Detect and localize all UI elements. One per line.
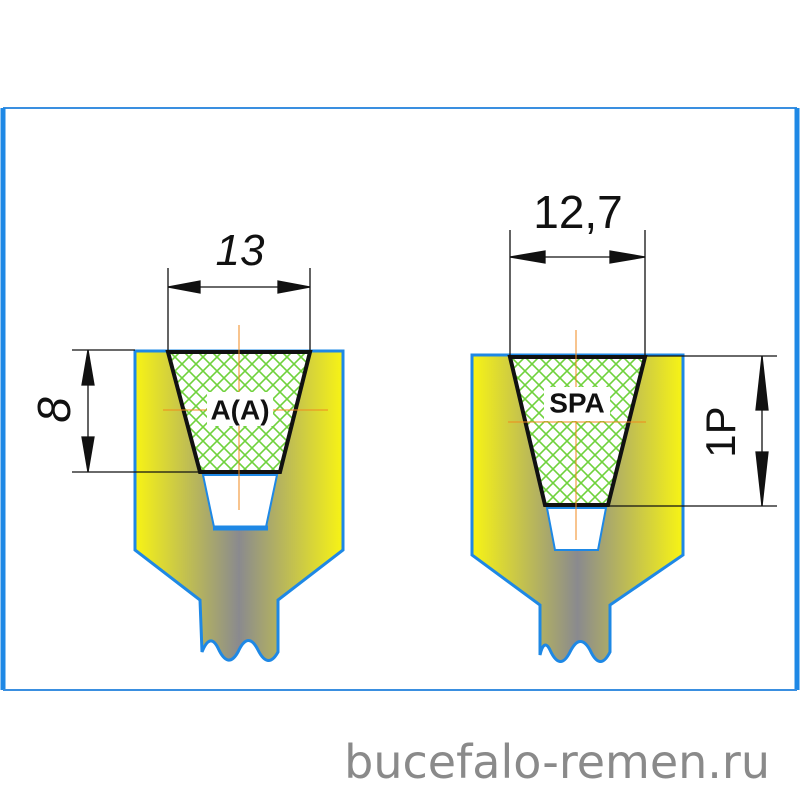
- profile-label-a: A(A): [210, 394, 269, 425]
- width-dim-right: 12,7: [533, 186, 623, 238]
- pulley-left: [133, 325, 345, 662]
- height-dim-left: 8: [28, 397, 80, 423]
- pulley-right: [470, 330, 685, 663]
- profile-label-spa: SPA: [549, 387, 605, 418]
- website-watermark: bucefalo-remen.ru: [344, 735, 770, 789]
- frame: [0, 107, 800, 691]
- dimensions: [72, 230, 777, 507]
- belt-section-spa: [507, 355, 648, 507]
- height-dim-right: 1P: [697, 406, 744, 457]
- width-dim-left: 13: [216, 226, 265, 275]
